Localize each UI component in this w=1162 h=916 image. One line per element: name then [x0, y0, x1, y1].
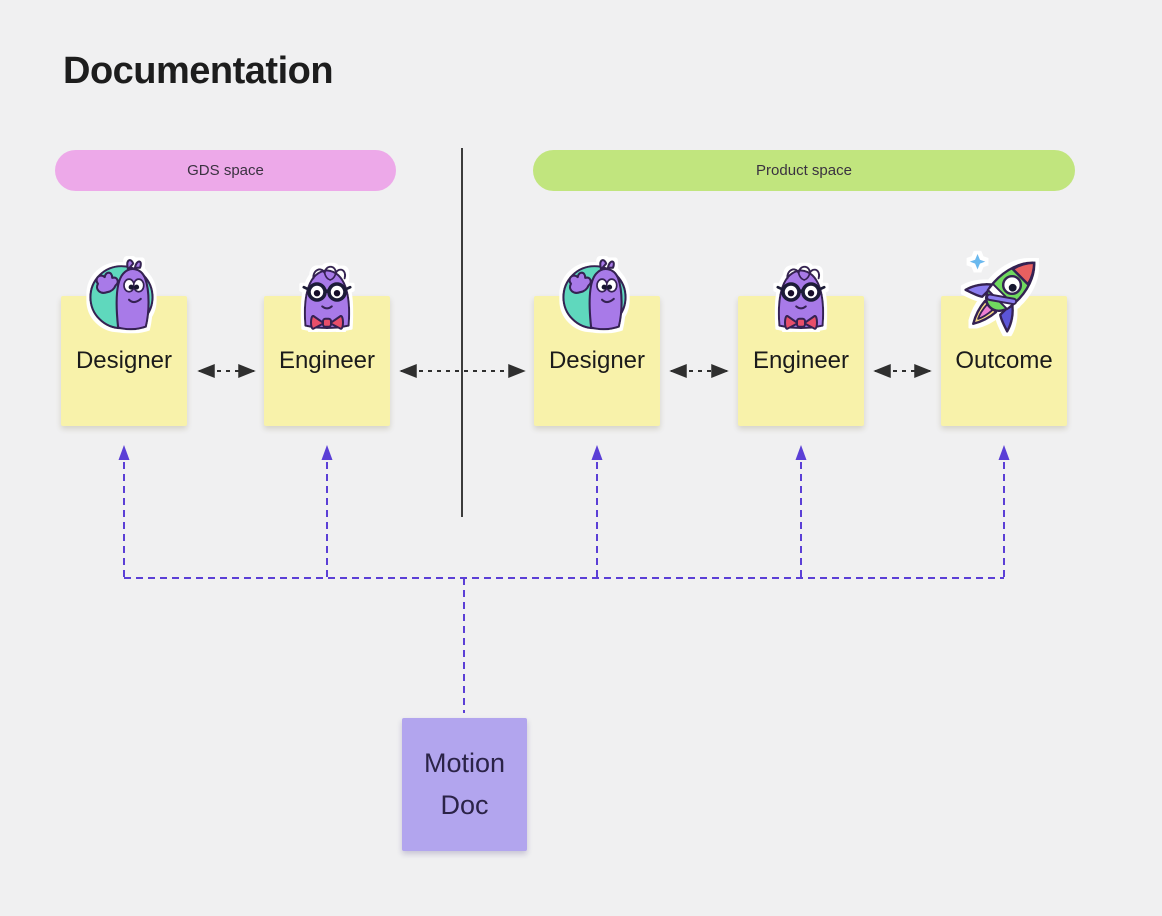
- note-engineer-product[interactable]: Engineer: [738, 296, 864, 426]
- note-label: Designer: [548, 347, 646, 374]
- page-title: Documentation: [63, 50, 334, 92]
- note-label: Engineer: [752, 347, 850, 374]
- engineer-character-sticker[interactable]: [761, 252, 841, 332]
- note-label: Motion Doc: [423, 747, 506, 820]
- note-label: Engineer: [278, 347, 376, 374]
- note-motion-doc[interactable]: Motion Doc: [402, 718, 527, 851]
- note-label: Outcome: [955, 347, 1053, 374]
- note-designer-gds[interactable]: Designer: [61, 296, 187, 426]
- space-divider-line: [461, 148, 463, 517]
- designer-character-sticker[interactable]: [82, 251, 166, 335]
- note-label: Designer: [75, 347, 173, 374]
- product-space-pill[interactable]: Product space: [533, 150, 1075, 191]
- motion-doc-connector[interactable]: [118, 445, 1010, 713]
- product-space-label: Product space: [756, 162, 852, 179]
- rocket-sticker[interactable]: [953, 245, 1053, 343]
- gds-space-pill[interactable]: GDS space: [55, 150, 396, 191]
- designer-character-sticker[interactable]: [555, 251, 639, 335]
- gds-space-label: GDS space: [187, 162, 264, 179]
- engineer-character-sticker[interactable]: [287, 252, 367, 332]
